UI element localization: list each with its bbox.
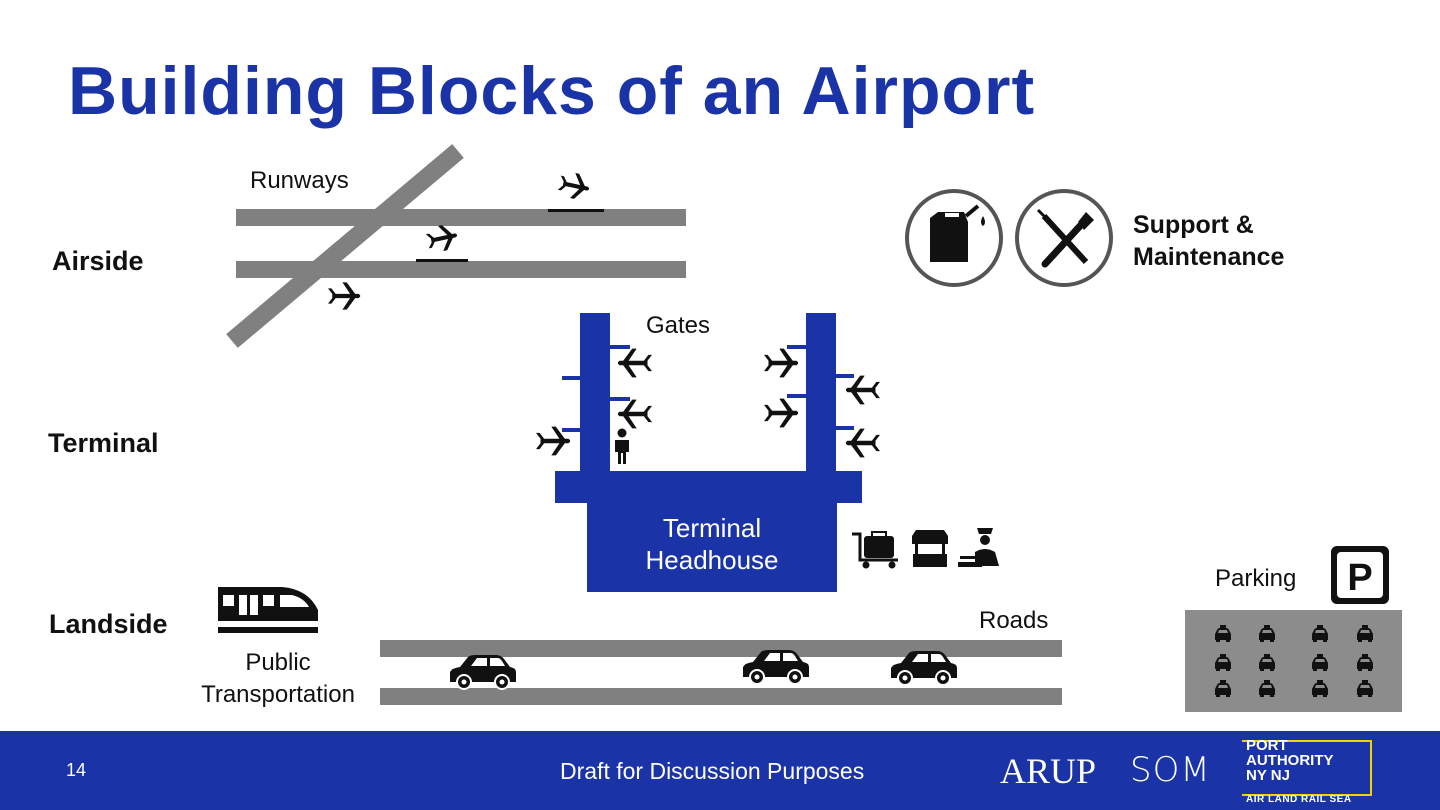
- road-lower: [380, 688, 1062, 705]
- security-agent-icon: [958, 528, 999, 567]
- gate-airplane-icon: [617, 399, 652, 429]
- pier-right: [806, 313, 836, 483]
- page-number: 14: [66, 760, 87, 780]
- concourse-connector: [555, 471, 862, 503]
- terminal-headhouse: [587, 500, 837, 592]
- port-authority-logo-frame: [1242, 740, 1372, 796]
- port-authority-logo: PORT AUTHORITY NY NJ: [1246, 737, 1334, 784]
- terminal-services: [852, 528, 999, 569]
- shop-stall-icon: [912, 530, 948, 567]
- gates-label: Gates: [646, 312, 711, 339]
- gate-airplane-icon: [764, 348, 799, 378]
- runway-crosswind: [226, 144, 464, 348]
- person-icon: [615, 428, 629, 464]
- support-maintenance-label: Support & Maintenance: [1133, 211, 1285, 271]
- gate-airplane-icon: [617, 348, 652, 378]
- port-authority-tagline: AIR LAND RAIL SEA: [1246, 794, 1352, 805]
- gate-airplane-icon: [764, 398, 799, 428]
- roads-label: Roads: [979, 607, 1049, 634]
- zone-label-landside: Landside: [49, 609, 168, 639]
- public-transportation-label: Public Transportation: [201, 649, 355, 708]
- terminal-building: [536, 313, 880, 592]
- runway-system: [226, 144, 686, 348]
- support-icons: [905, 189, 1113, 287]
- gate-airplane-icon: [845, 375, 880, 405]
- pier-left: [580, 313, 610, 483]
- arup-logo: ARUP: [1000, 751, 1097, 791]
- page-title: Building Blocks of an Airport: [68, 53, 1036, 129]
- tools-icon: [1015, 189, 1113, 287]
- som-logo: SOM: [1130, 750, 1211, 790]
- car-icon: [449, 654, 517, 690]
- zone-label-terminal: Terminal: [48, 428, 159, 458]
- svg-text:P: P: [1347, 557, 1372, 599]
- runway-lower: [236, 261, 686, 278]
- luggage-cart-icon: [852, 531, 898, 569]
- gate-airplane-icon: [845, 428, 880, 458]
- terminal-headhouse-label: Terminal Headhouse: [645, 513, 779, 575]
- parking-label: Parking: [1215, 565, 1297, 592]
- airplane-taxi-icon: [328, 282, 361, 310]
- train-icon: [218, 587, 318, 633]
- draft-notice: Draft for Discussion Purposes: [560, 758, 865, 784]
- landing-marker: [548, 209, 604, 212]
- runways-label: Runways: [250, 167, 349, 194]
- footer-bar: [0, 731, 1440, 810]
- road-upper: [380, 640, 1062, 657]
- airplane-landing-icon: [556, 170, 592, 202]
- runway-upper: [236, 209, 686, 226]
- zone-label-airside: Airside: [52, 246, 144, 276]
- road-system: [380, 640, 1062, 705]
- airplane-takeoff-icon: [424, 222, 460, 254]
- parking-sign-icon: P: [1331, 546, 1389, 604]
- takeoff-marker: [416, 259, 468, 262]
- fuel-can-icon: [905, 189, 1003, 287]
- parking-facility: P: [1185, 546, 1402, 712]
